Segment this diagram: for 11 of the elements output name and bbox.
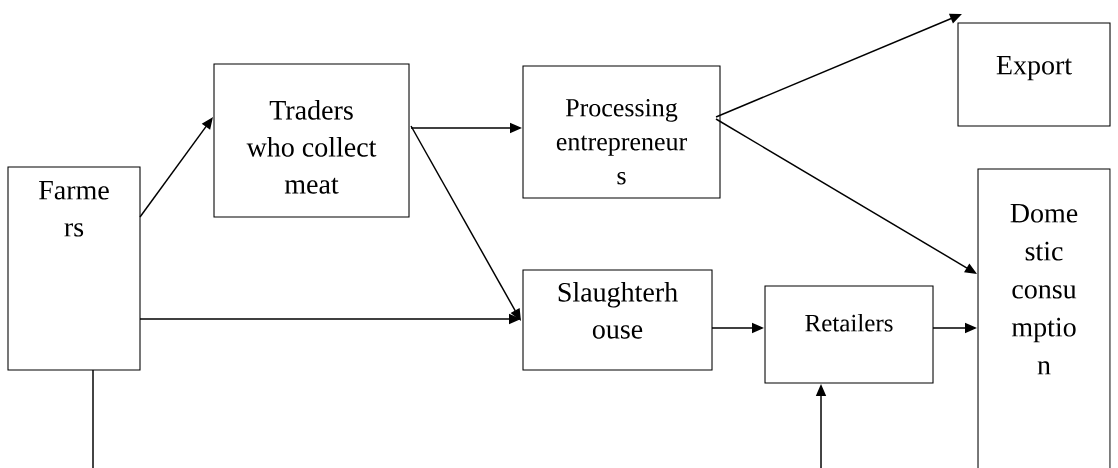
- process-box: Processing entrepreneur s: [522, 65, 721, 199]
- process-box: Slaughterh ouse: [522, 269, 713, 371]
- arrow: [715, 118, 977, 274]
- process-box: Export: [957, 22, 1111, 127]
- process-box: Dome stic consu mptio n: [977, 168, 1111, 468]
- arrow: [139, 117, 213, 218]
- connector-line: [92, 369, 94, 468]
- process-box: Farme rs: [7, 166, 141, 371]
- process-box: Traders who collect meat: [213, 63, 410, 218]
- process-box: Retailers: [764, 285, 934, 384]
- arrow: [410, 125, 521, 321]
